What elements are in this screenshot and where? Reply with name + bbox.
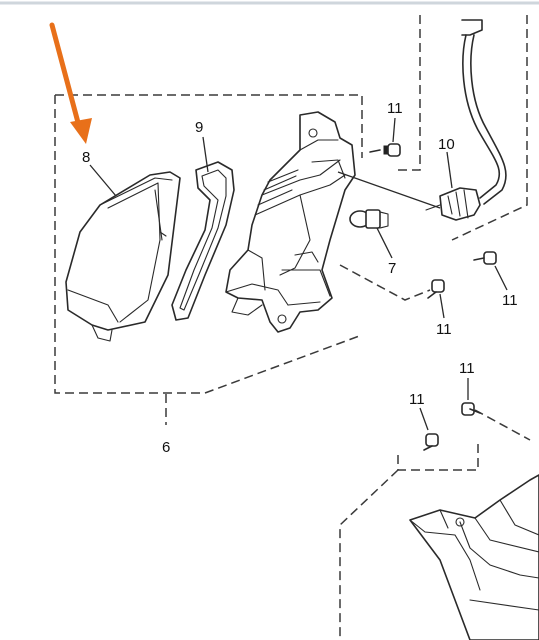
screw-11-c (427, 279, 445, 299)
label-part-11-d: 11 (459, 360, 475, 377)
screw-11-d (461, 402, 481, 416)
label-part-10: 10 (438, 136, 455, 153)
leader-lines (89, 117, 508, 431)
screw-11-a (369, 143, 401, 157)
highlight-arrow (49, 22, 92, 144)
part-7-bulb (349, 209, 389, 229)
assembly-boundary-right (339, 15, 531, 640)
label-part-9: 9 (195, 119, 203, 136)
part-9-gasket (171, 161, 235, 321)
screw-11-b (473, 251, 497, 265)
part-6-housing (225, 111, 356, 333)
label-part-7: 7 (388, 260, 396, 277)
assembly-boundary-upper (54, 15, 431, 425)
lower-housing-partial (409, 474, 539, 640)
part-10-socket-wiring (425, 19, 507, 221)
label-part-8: 8 (82, 149, 90, 166)
label-part-6: 6 (162, 439, 170, 456)
label-part-11-e: 11 (409, 391, 425, 408)
screw-11-e (423, 433, 439, 451)
label-part-11-c: 11 (436, 321, 452, 338)
part-8-lens-cover (65, 171, 181, 342)
label-part-11-a: 11 (387, 100, 403, 117)
label-part-11-b: 11 (502, 292, 518, 309)
